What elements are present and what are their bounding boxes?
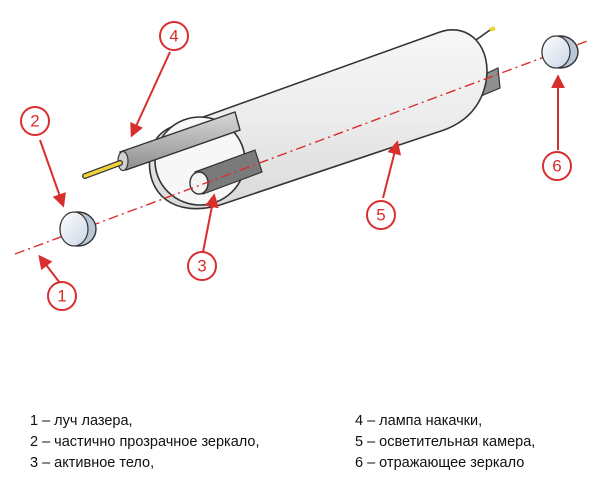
marker-5: 5 <box>366 200 396 230</box>
marker-1: 1 <box>47 281 77 311</box>
marker-4: 4 <box>159 21 189 51</box>
leader-arrow-1 <box>38 254 61 284</box>
marker-6-label: 6 <box>552 157 561 176</box>
marker-3: 3 <box>187 251 217 281</box>
marker-5-label: 5 <box>376 206 385 225</box>
active-body-rod <box>189 149 263 195</box>
marker-2: 2 <box>20 106 50 136</box>
legend-item-illumination-chamber: 5 – осветительная камера, <box>355 434 536 450</box>
marker-2-label: 2 <box>30 112 39 131</box>
legend-item-active-body: 3 – активное тело, <box>30 455 155 471</box>
legend-right: 4 – лампа накачки, 5 – осветительная кам… <box>355 411 535 474</box>
partial-mirror <box>59 211 97 247</box>
marker-6: 6 <box>542 151 572 181</box>
leader-arrow-3 <box>202 193 219 253</box>
leader-arrow-5 <box>382 140 402 199</box>
leader-arrow-4 <box>130 51 171 138</box>
marker-4-label: 4 <box>169 27 178 46</box>
leader-arrow-2 <box>39 139 66 208</box>
legend-item-laser-beam: 1 – луч лазера, <box>30 413 133 429</box>
marker-3-label: 3 <box>197 257 206 276</box>
laser-beam-axis <box>14 39 591 255</box>
legend-left: 1 – луч лазера, 2 – частично прозрачное … <box>30 411 260 474</box>
legend-item-partial-mirror: 2 – частично прозрачное зеркало, <box>30 434 260 450</box>
marker-1-label: 1 <box>57 287 66 306</box>
legend-item-pump-lamp: 4 – лампа накачки, <box>355 413 483 429</box>
reflecting-mirror <box>541 35 579 69</box>
pump-lamp <box>82 111 241 179</box>
legend-item-reflecting-mirror: 6 – отражающее зеркало <box>355 455 525 471</box>
